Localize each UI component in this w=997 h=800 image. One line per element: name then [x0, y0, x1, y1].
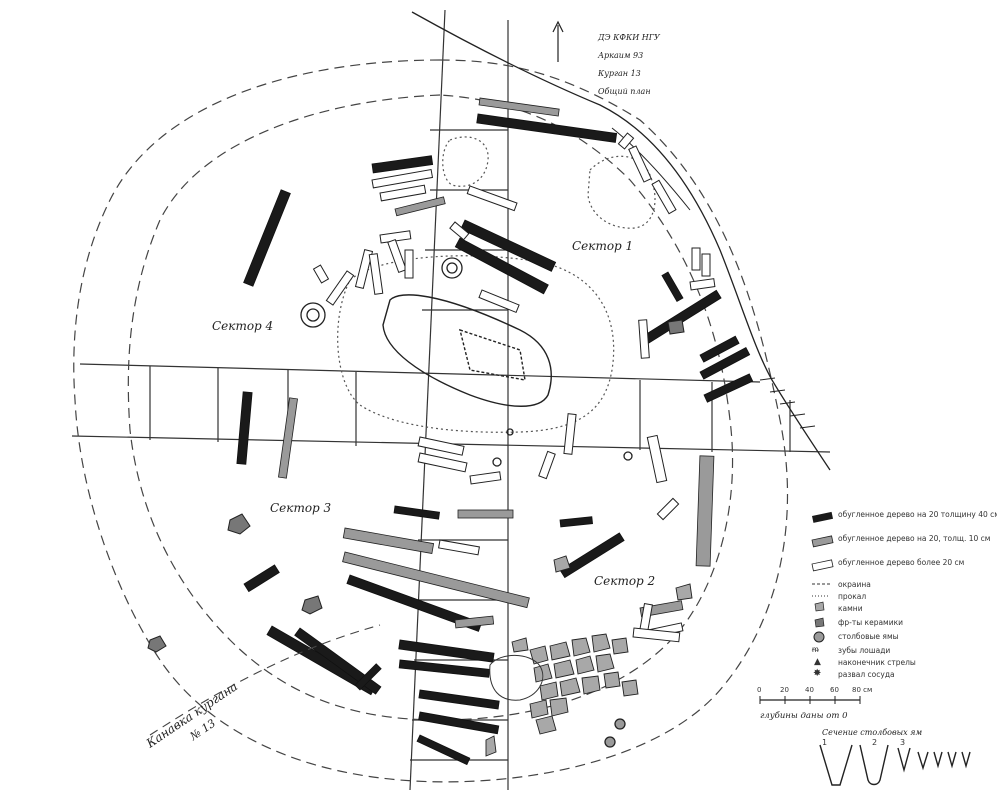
post-hole-sections: Сечение столбовых ям 1 2 3: [805, 719, 987, 793]
stone-cluster: [485, 555, 693, 757]
post-holes: [300, 257, 633, 748]
section-number-2: 2: [872, 738, 877, 747]
scale-tick-2: 40: [805, 686, 814, 694]
sector-2-label: Сектор 2: [594, 574, 655, 588]
legend-item-11: развал сосуда: [838, 670, 895, 679]
legend-item-8: столбовые ямы: [838, 632, 899, 641]
burnt-area: [489, 654, 544, 701]
north-arrow-icon: [552, 20, 564, 62]
medium-timbers: [278, 97, 715, 629]
section-number-3: 3: [900, 738, 905, 747]
section-number-1: 1: [822, 738, 827, 747]
legend-item-7: фр-ты керамики: [838, 618, 903, 627]
scale-caption: глубины даны от 0: [760, 710, 848, 721]
legend-item-6: камни: [838, 604, 863, 613]
sector-3-label: Сектор 3: [270, 501, 332, 515]
vessel-collapse-icons: [147, 319, 685, 653]
arrowhead-icon: ▲: [814, 657, 821, 667]
light-timbers: [312, 132, 716, 643]
scale-tick-4: 80 см: [852, 686, 872, 694]
scale-bar: 0 20 40 60 80 см глубины даны от 0: [757, 686, 872, 721]
sections-caption: Сечение столбовых ям: [822, 728, 922, 737]
plan-header: ДЭ КФКИ НГУ Аркаим 93 Курган 13 Общий пл…: [597, 33, 661, 96]
horse-teeth-icon: ᵯ: [811, 645, 819, 654]
header-line-1: ДЭ КФКИ НГУ: [597, 33, 661, 42]
legend-item-10: наконечник стрелы: [838, 658, 916, 667]
mound-contours: [73, 59, 789, 783]
ravine-edge: [411, 11, 831, 471]
legend-item-2: обугленное дерево на 20, толщ. 10 см: [838, 534, 990, 543]
charred-timbers: [236, 113, 754, 766]
legend-item-1: обугленное дерево на 20 толщину 40 см: [838, 510, 997, 519]
central-pit: [382, 294, 552, 407]
central-pit-outline: [337, 136, 656, 433]
scale-tick-3: 60: [830, 686, 839, 694]
sector-1-label: Сектор 1: [572, 239, 633, 253]
legend: ᵯ ▲ ✸ обугленное дерево на 20 толщину 40…: [811, 510, 997, 679]
sector-4-label: Сектор 4: [212, 319, 273, 333]
trench-line: [149, 624, 381, 736]
legend-item-9: зубы лошади: [838, 646, 890, 655]
legend-item-3: обугленное дерево более 20 см: [838, 558, 964, 567]
legend-item-5: прокал: [838, 592, 866, 601]
legend-item-4: окраина: [838, 580, 871, 589]
vessel-icon: ✸: [813, 668, 821, 679]
header-line-4: Общий план: [598, 87, 651, 96]
header-line-2: Аркаим 93: [597, 51, 643, 60]
scale-tick-0: 0: [757, 686, 761, 694]
scale-tick-1: 20: [780, 686, 789, 694]
header-line-3: Курган 13: [597, 69, 641, 78]
